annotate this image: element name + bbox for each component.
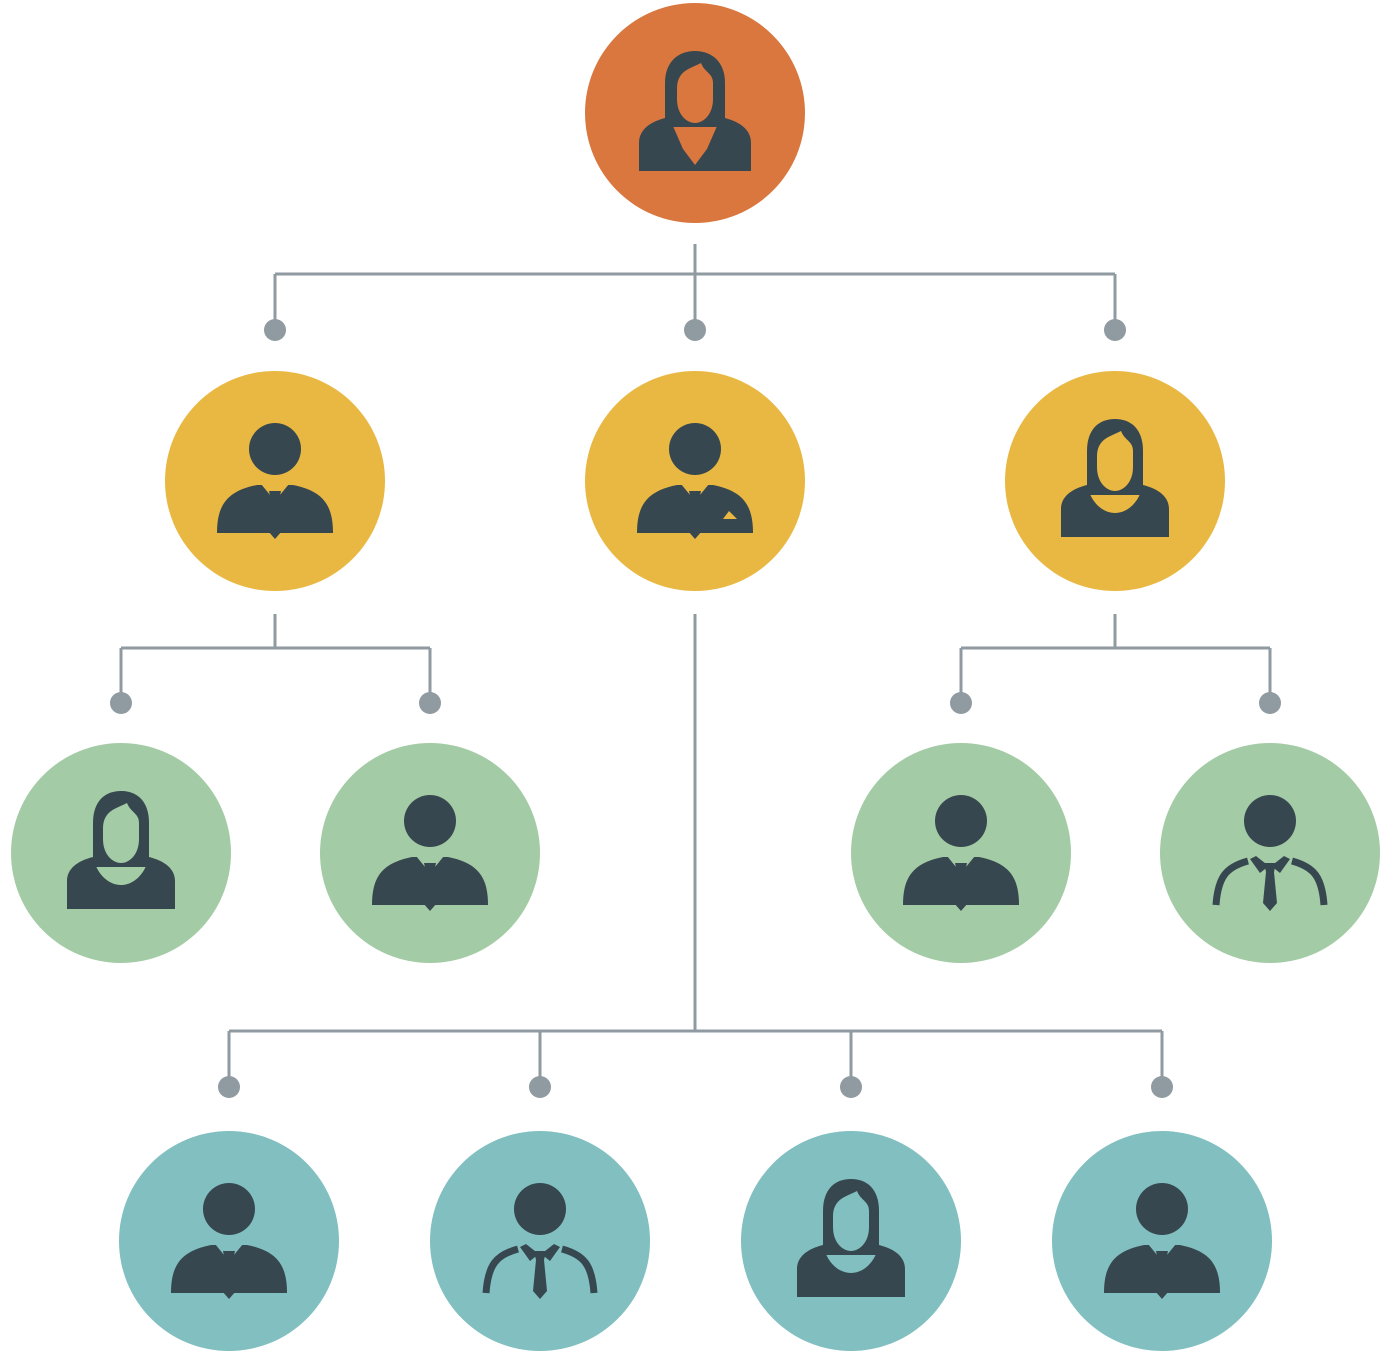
connector-dot xyxy=(1151,1076,1173,1098)
connector-dot xyxy=(218,1076,240,1098)
connector-dot xyxy=(1259,692,1281,714)
connector-left xyxy=(110,614,441,714)
node-circle xyxy=(320,743,540,963)
org-node-level-3 xyxy=(741,1131,961,1351)
woman-icon xyxy=(67,791,175,909)
org-node-level-1 xyxy=(165,371,385,591)
org-node-level-1 xyxy=(1005,371,1225,591)
connector-dot xyxy=(1104,319,1126,341)
businessman-icon xyxy=(217,423,333,539)
connector-dot xyxy=(684,319,706,341)
org-node-level-1 xyxy=(585,371,805,591)
man-open-jacket-icon xyxy=(1212,795,1328,911)
org-node-level-0 xyxy=(585,3,805,223)
node-circle xyxy=(1160,743,1380,963)
man-open-jacket-icon xyxy=(482,1183,598,1299)
woman-icon xyxy=(1061,419,1169,537)
connector-right xyxy=(950,614,1281,714)
businessman-icon xyxy=(171,1183,287,1299)
org-node-level-3 xyxy=(119,1131,339,1351)
connector-dot xyxy=(529,1076,551,1098)
woman-icon xyxy=(797,1179,905,1297)
node-circle xyxy=(165,371,385,591)
node-circle xyxy=(851,743,1071,963)
businessman-icon xyxy=(903,795,1019,911)
nodes xyxy=(11,3,1380,1351)
businessman-icon xyxy=(1104,1183,1220,1299)
node-circle xyxy=(430,1131,650,1351)
node-circle xyxy=(585,371,805,591)
org-node-level-2 xyxy=(851,743,1071,963)
node-circle xyxy=(1052,1131,1272,1351)
connector-dot xyxy=(950,692,972,714)
connector-root xyxy=(264,244,1126,341)
businessman-suit-icon xyxy=(637,423,753,539)
businessman-icon xyxy=(372,795,488,911)
connector-dot xyxy=(419,692,441,714)
org-node-level-2 xyxy=(1160,743,1380,963)
org-node-level-2 xyxy=(11,743,231,963)
node-circle xyxy=(119,1131,339,1351)
connector-dot xyxy=(840,1076,862,1098)
connector-dot xyxy=(110,692,132,714)
org-node-level-3 xyxy=(1052,1131,1272,1351)
org-node-level-2 xyxy=(320,743,540,963)
connectors xyxy=(110,244,1281,1098)
businesswoman-icon xyxy=(639,51,751,171)
connector-dot xyxy=(264,319,286,341)
org-node-level-3 xyxy=(430,1131,650,1351)
connector-center xyxy=(218,614,1173,1098)
